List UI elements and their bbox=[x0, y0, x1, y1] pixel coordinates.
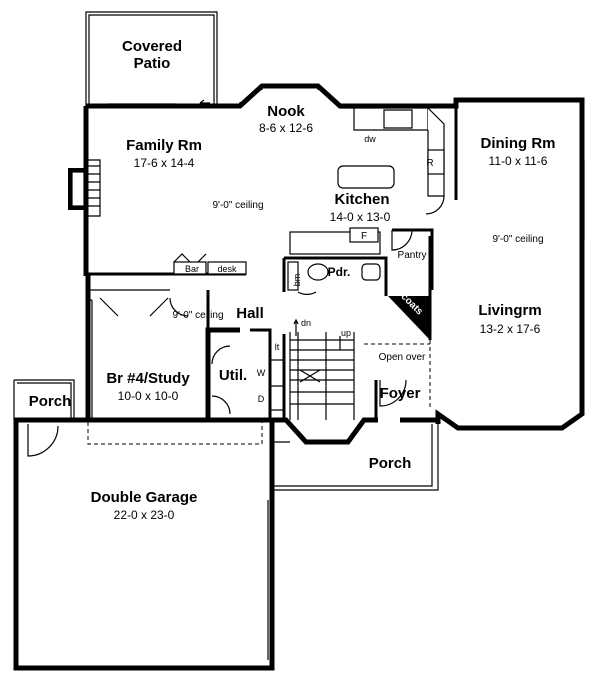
dryer-label: D bbox=[258, 394, 265, 404]
foyer-note: Open over bbox=[379, 352, 426, 363]
stairs-down-label: dn bbox=[301, 318, 311, 328]
nook-size: 8-6 x 12-6 bbox=[259, 121, 313, 135]
covered-patio-label-1: Covered bbox=[122, 38, 182, 55]
bar-label: Bar bbox=[185, 264, 199, 274]
porch-left bbox=[13, 379, 75, 420]
hall-label: Hall bbox=[236, 305, 264, 322]
refrigerator-label: R bbox=[426, 158, 433, 169]
double-garage-label: Double Garage bbox=[91, 489, 198, 506]
family-rm-ceiling: 9'-0" ceiling bbox=[212, 200, 263, 211]
door-swings bbox=[27, 297, 407, 457]
bm-label: bm bbox=[292, 274, 302, 287]
desk-label: desk bbox=[217, 264, 237, 274]
bar-desk bbox=[173, 253, 247, 275]
family-rm-label: Family Rm bbox=[126, 137, 202, 154]
foyer-label: Foyer bbox=[380, 385, 421, 402]
fireplace bbox=[68, 159, 101, 217]
kitchen-island bbox=[337, 165, 395, 189]
interior-walls bbox=[87, 106, 458, 445]
washer-label: W bbox=[257, 368, 266, 378]
pantry-label: Pantry bbox=[398, 250, 427, 261]
double-garage-size: 22-0 x 23-0 bbox=[114, 508, 175, 522]
dw-label: dw bbox=[364, 134, 376, 144]
livingrm-ceiling: 9'-0" ceiling bbox=[492, 234, 543, 245]
br4-study-size: 10-0 x 10-0 bbox=[118, 389, 179, 403]
covered-patio-label-2: Patio bbox=[134, 55, 171, 72]
porch-front-label: Porch bbox=[369, 455, 412, 472]
kitchen-size: 14-0 x 13-0 bbox=[330, 210, 391, 224]
porch-left-label: Porch bbox=[29, 393, 72, 410]
util-label: Util. bbox=[219, 367, 247, 384]
dining-rm-label: Dining Rm bbox=[481, 135, 556, 152]
kitchen-label: Kitchen bbox=[334, 191, 389, 208]
window-marks bbox=[85, 86, 585, 660]
family-rm-size: 17-6 x 14-4 bbox=[134, 156, 195, 170]
powder-label: Pdr. bbox=[328, 265, 351, 279]
dining-rm-size: 11-0 x 11-6 bbox=[489, 154, 548, 168]
kitchen-counters bbox=[289, 107, 445, 255]
hall-ceiling: 9'-0" ceiling bbox=[172, 310, 223, 321]
stairs-up-label: up bbox=[341, 328, 351, 338]
covered-patio bbox=[85, 11, 218, 105]
porch-front bbox=[272, 424, 439, 491]
stairs bbox=[289, 318, 355, 420]
nook-label: Nook bbox=[267, 103, 305, 120]
powder-fixtures bbox=[287, 261, 381, 296]
br4-study-label: Br #4/Study bbox=[106, 370, 190, 387]
linen-label: lt bbox=[275, 342, 280, 352]
freezer-label: F bbox=[361, 231, 367, 242]
livingrm-label: Livingrm bbox=[478, 302, 541, 319]
livingrm-size: 13-2 x 17-6 bbox=[480, 322, 541, 336]
